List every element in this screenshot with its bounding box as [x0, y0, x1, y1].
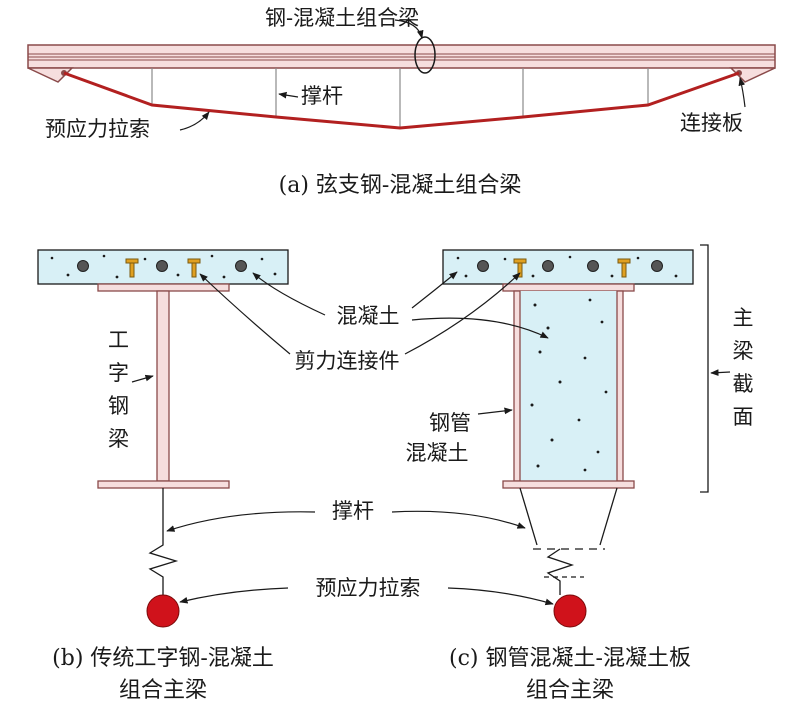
- strut-c: [519, 487, 618, 595]
- label-tube-line2: 混凝土: [406, 441, 469, 465]
- leader-composite-beam: [394, 19, 424, 39]
- highlight-ellipse: [414, 36, 436, 74]
- leader-concrete-right-tube: [411, 317, 549, 339]
- struts: [151, 68, 649, 128]
- steel-tube: [502, 283, 635, 489]
- label-cable-a: 预应力拉索: [45, 117, 150, 141]
- label-strut-a: 撑杆: [301, 84, 343, 108]
- label-ibeam-char: 工: [108, 328, 129, 352]
- label-composite-beam: 钢-混凝土组合梁: [265, 6, 419, 30]
- leader-cable-c: [447, 587, 554, 606]
- figure-b: 工 字 钢 梁 (b) 传统工字钢-混凝土 组合主梁: [37, 249, 289, 703]
- label-cable-bc: 预应力拉索: [316, 576, 421, 600]
- prestressed-cable: [63, 71, 740, 130]
- aggregate-dots-c: [456, 255, 678, 278]
- composite-beam-elevation: [27, 44, 776, 69]
- leader-tube: [477, 407, 513, 415]
- strut-b: [148, 488, 179, 597]
- label-concrete: 混凝土: [337, 304, 400, 328]
- rebars-c: [477, 260, 663, 272]
- caption-b-line2: 组合主梁: [119, 678, 207, 703]
- label-ibeam-char: 字: [108, 361, 129, 385]
- caption-b-line1: (b) 传统工字钢-混凝土: [52, 646, 274, 671]
- shear-connectors-b: [125, 258, 201, 278]
- label-strut-bc: 撑杆: [332, 499, 374, 523]
- leader-shear-connector-right: [404, 272, 521, 355]
- leader-strut-a: [278, 91, 299, 99]
- caption-c-line2: 组合主梁: [526, 678, 614, 703]
- leader-cable-a: [179, 111, 210, 131]
- figure-c: 钢管 混凝土 主 梁 截 面 (c) 钢管混凝土-混凝土板 组合主梁: [406, 244, 754, 703]
- aggregate-dots-tube: [530, 298, 608, 472]
- leader-connecting-plate: [738, 77, 746, 108]
- shear-connectors-c: [513, 258, 631, 278]
- label-shear-connector: 剪力连接件: [295, 349, 400, 373]
- label-ibeam-char: 梁: [108, 427, 129, 451]
- leader-ibeam: [131, 374, 154, 383]
- leader-section: [710, 369, 731, 376]
- section-bracket: [700, 244, 709, 493]
- caption-a: (a) 弦支钢-混凝土组合梁: [279, 173, 522, 198]
- rebars-b: [77, 260, 247, 272]
- leader-concrete-left: [252, 272, 326, 316]
- aggregate-dots-b: [50, 254, 277, 279]
- caption-c-line1: (c) 钢管混凝土-混凝土板: [449, 646, 691, 671]
- i-beam: [97, 283, 230, 489]
- label-section-char: 梁: [733, 339, 754, 363]
- label-section-char: 截: [733, 372, 754, 396]
- anchor-ball-b: [146, 594, 180, 628]
- leader-strut-b: [166, 511, 316, 532]
- leader-concrete-right-slab: [411, 271, 458, 309]
- leader-shear-connector-left: [199, 273, 291, 355]
- label-tube-line1: 钢管: [429, 411, 471, 435]
- label-section-char: 主: [733, 306, 754, 330]
- label-section: 主 梁 截 面: [733, 306, 754, 429]
- label-ibeam-char: 钢: [108, 394, 129, 418]
- label-ibeam: 工 字 钢 梁: [108, 328, 129, 451]
- leader-cable-b: [179, 587, 289, 604]
- shared-labels: 混凝土 剪力连接件 撑杆 预应力拉索: [166, 271, 554, 606]
- anchor-ball-c: [553, 594, 587, 628]
- label-connecting-plate: 连接板: [680, 111, 743, 135]
- label-section-char: 面: [733, 405, 754, 429]
- leader-strut-c: [391, 510, 526, 529]
- figure-a: 钢-混凝土组合梁 撑杆 预应力拉索 连接板 (a) 弦支钢-混凝土组合梁: [27, 6, 776, 198]
